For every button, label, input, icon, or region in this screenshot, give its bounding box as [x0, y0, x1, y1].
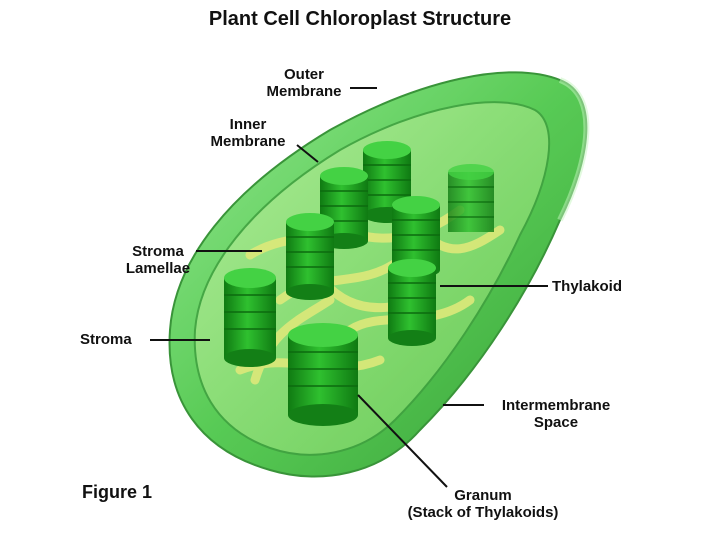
label-stroma-lamellae: Stroma Lamellae — [116, 243, 200, 277]
granum-stack — [224, 268, 276, 367]
label-stroma: Stroma — [80, 331, 132, 348]
label-granum-line2: (Stack of Thylakoids) — [407, 504, 559, 521]
granum-stack — [288, 323, 358, 426]
granum-leader — [357, 394, 448, 488]
label-outer-membrane: Outer Membrane — [258, 66, 350, 100]
label-granum-line1: Granum — [454, 487, 512, 504]
label-inner-membrane-line2: Membrane — [210, 133, 286, 150]
label-stroma-lamellae-line2: Lamellae — [125, 260, 191, 277]
label-intermembrane-space-line2: Space — [533, 414, 579, 431]
granum-stack — [286, 213, 334, 300]
grana-stacks — [224, 141, 494, 426]
label-outer-membrane-line1: Outer — [283, 66, 324, 83]
inner-membrane-leader — [296, 144, 319, 163]
label-intermembrane-space: Intermembrane Space — [486, 397, 626, 431]
label-granum: Granum (Stack of Thylakoids) — [388, 487, 578, 521]
label-intermembrane-space-line1: Intermembrane — [501, 397, 611, 414]
label-outer-membrane-line2: Membrane — [266, 83, 342, 100]
granum-stack — [388, 259, 436, 346]
granum-stack — [448, 164, 494, 232]
figure-label: Figure 1 — [82, 482, 153, 502]
label-stroma-lamellae-line1: Stroma — [132, 243, 184, 260]
diagram-title: Plant Cell Chloroplast Structure — [208, 8, 512, 30]
label-thylakoid: Thylakoid — [552, 278, 623, 295]
label-inner-membrane-line1: Inner — [229, 116, 267, 133]
leader-lines — [150, 87, 548, 488]
label-inner-membrane: Inner Membrane — [200, 116, 296, 150]
